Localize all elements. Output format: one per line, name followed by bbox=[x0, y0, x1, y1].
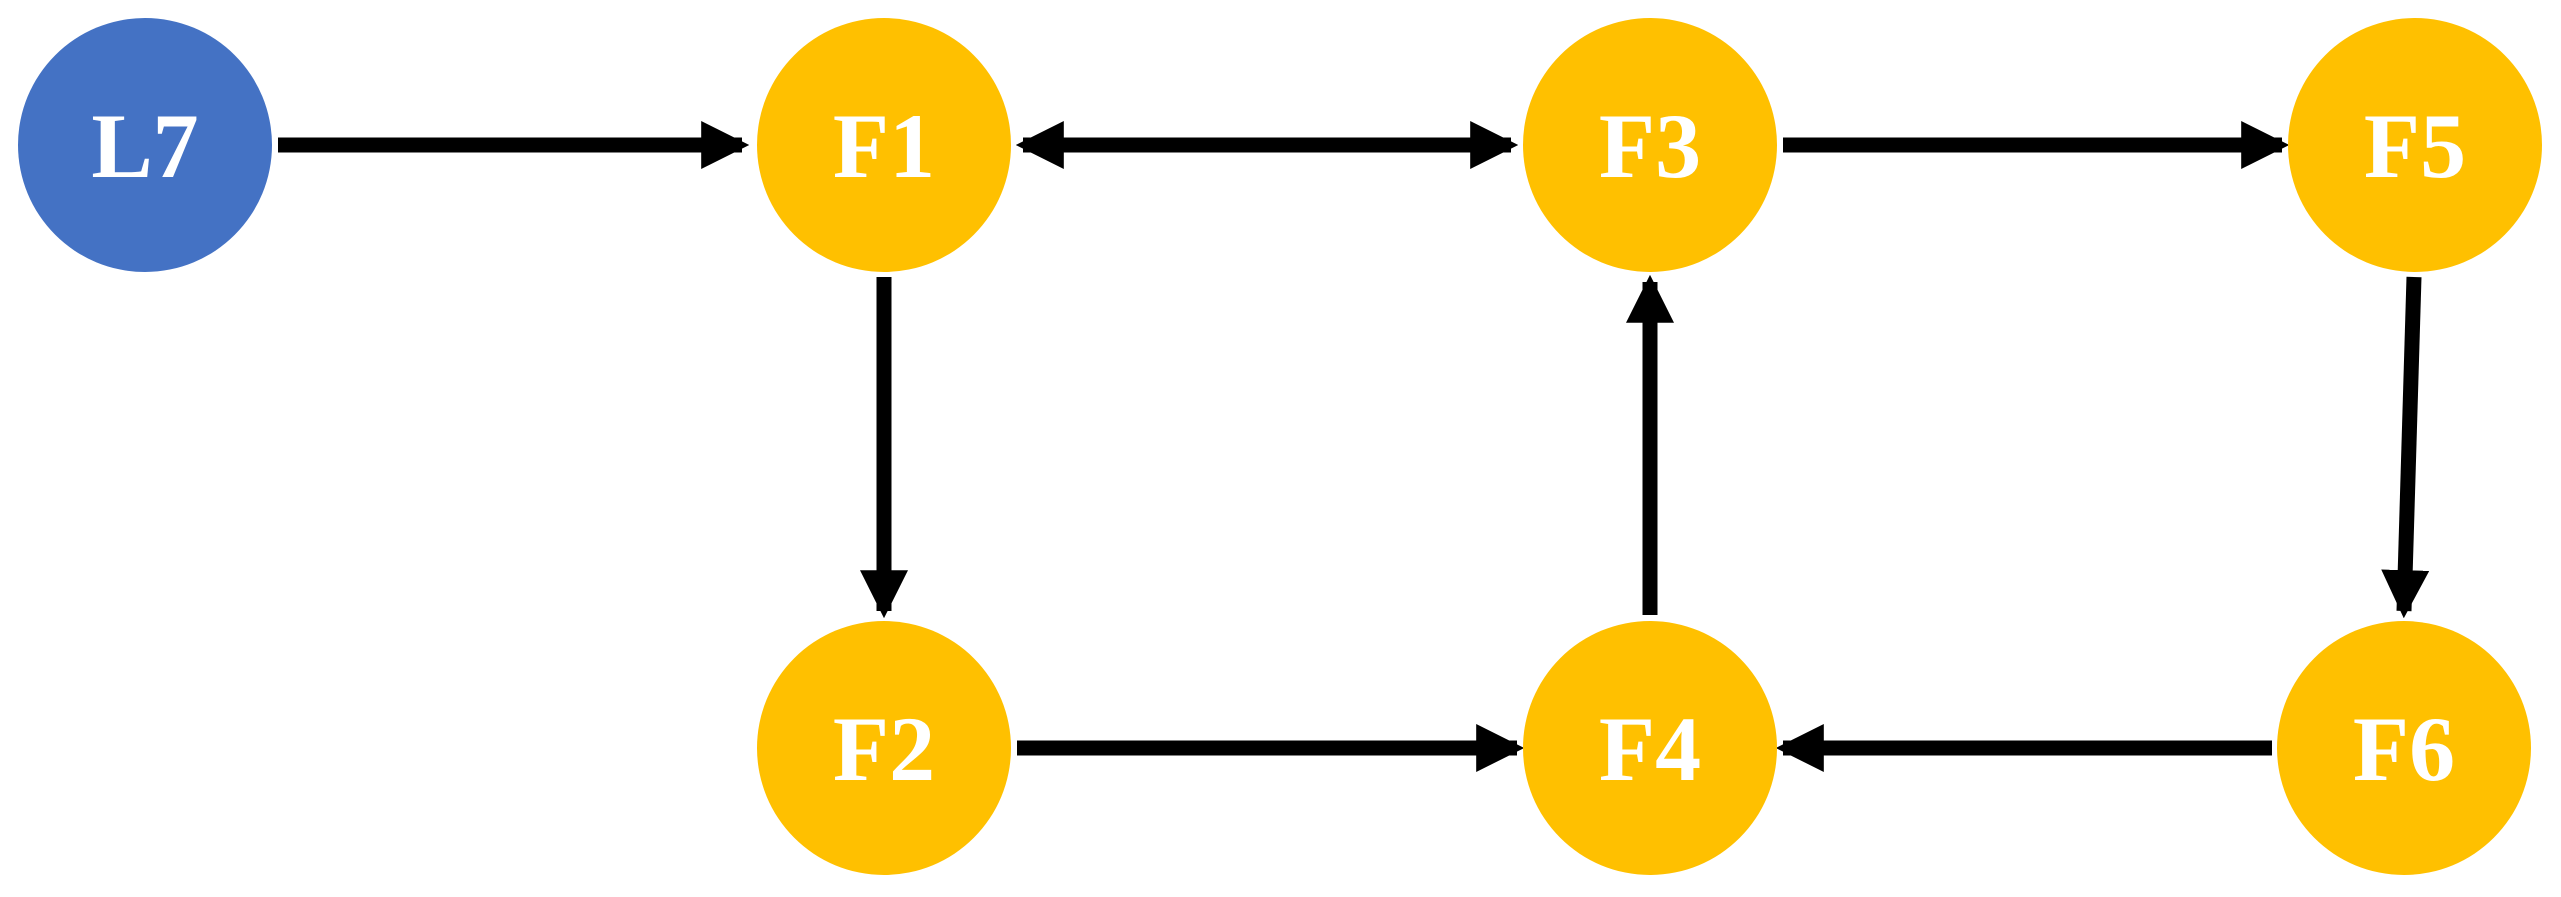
node-f1-circle bbox=[757, 18, 1011, 272]
node-f3-label: F3 bbox=[1599, 95, 1701, 197]
node-f6-circle bbox=[2277, 621, 2531, 875]
node-f5-circle bbox=[2288, 18, 2542, 272]
node-f3-circle bbox=[1523, 18, 1777, 272]
edge-f5-f6 bbox=[2381, 276, 2430, 619]
node-f6-label: F6 bbox=[2353, 698, 2455, 800]
node-l7-circle bbox=[18, 18, 272, 272]
label-layer: L7 F1 F2 F3 F4 F5 F6 bbox=[91, 95, 2466, 800]
node-f4-circle bbox=[1523, 621, 1777, 875]
node-f2-circle bbox=[757, 621, 1011, 875]
node-l7-label: L7 bbox=[91, 95, 198, 197]
node-f1-label: F1 bbox=[833, 95, 935, 197]
edge-layer bbox=[278, 120, 2430, 773]
node-layer bbox=[18, 18, 2542, 875]
node-f4-label: F4 bbox=[1599, 698, 1701, 800]
node-f5-label: F5 bbox=[2364, 95, 2466, 197]
node-f2-label: F2 bbox=[833, 698, 935, 800]
